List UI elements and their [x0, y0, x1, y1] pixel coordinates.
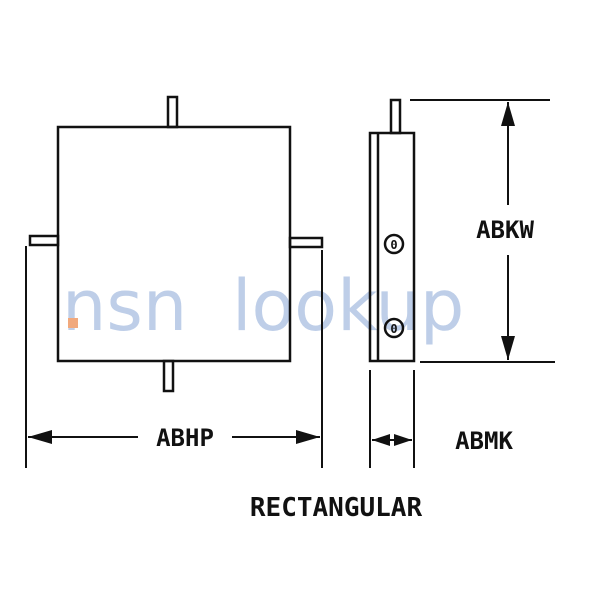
watermark-suffix: lookup: [232, 265, 464, 347]
thickness-label: ABMK: [455, 427, 513, 455]
height-arrow-top: [501, 102, 515, 126]
bottom-pin: [162, 359, 175, 393]
terminal-upper-mark: 0: [390, 238, 397, 252]
height-arrow-bottom: [501, 336, 515, 360]
left-pin: [28, 234, 60, 247]
watermark: nsn lookup: [62, 265, 464, 347]
terminal-upper: [383, 233, 405, 255]
front-view: [28, 95, 324, 393]
thickness-arrow-left: [372, 434, 390, 446]
watermark-dot: [68, 318, 78, 328]
terminal-lower-mark: 0: [390, 322, 397, 336]
width-dimension: ABHP: [28, 424, 320, 452]
top-pin: [166, 95, 179, 129]
terminal-lower: [383, 317, 405, 339]
width-label: ABHP: [156, 424, 214, 452]
width-arrow-right: [296, 430, 320, 444]
side-view: [368, 98, 416, 363]
watermark-prefix: nsn: [62, 265, 187, 347]
height-label: ABKW: [476, 216, 534, 244]
width-arrow-left: [28, 430, 52, 444]
height-dimension: ABKW: [476, 102, 534, 360]
right-pin: [288, 236, 324, 249]
thickness-arrow-right: [394, 434, 412, 446]
side-top-pin: [389, 98, 402, 135]
extension-lines: [25, 99, 555, 468]
diagram-caption: RECTANGULAR: [250, 493, 423, 523]
thickness-dimension: ABMK: [372, 427, 513, 455]
